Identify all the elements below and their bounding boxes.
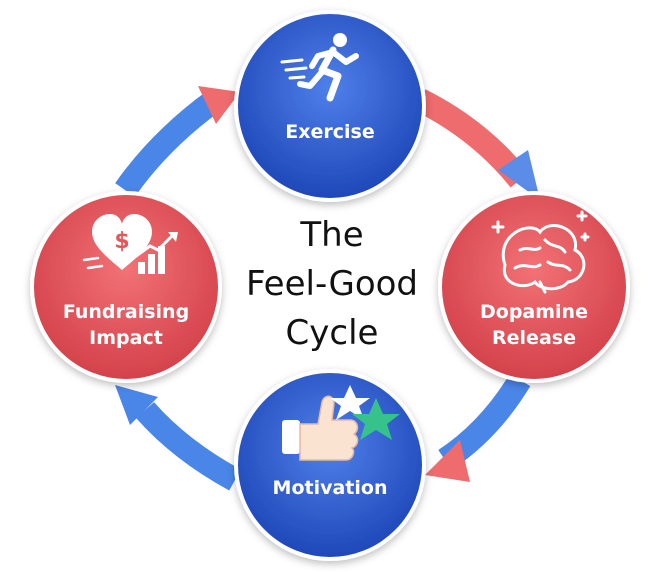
brain-icon <box>491 210 590 294</box>
thumbs-up-icon <box>282 385 400 461</box>
center-title-line1: The <box>299 215 363 255</box>
node-motivation-label: Motivation <box>273 477 388 499</box>
center-title-line2: Feel-Good <box>246 264 418 304</box>
center-title: The Feel-Good Cycle <box>246 215 418 353</box>
running-person-icon <box>280 33 359 102</box>
node-fundraising <box>30 191 222 383</box>
node-fundraising-label-line1: Fundraising <box>63 301 189 323</box>
center-title-line3: Cycle <box>286 313 379 353</box>
node-dopamine-label-line1: Dopamine <box>480 301 588 323</box>
arrow-motivation-to-fundraising <box>135 402 241 491</box>
svg-text:$: $ <box>114 229 129 254</box>
node-dopamine <box>438 191 630 383</box>
heart-dollar-chart-icon: $ <box>82 214 178 274</box>
node-dopamine-label-line2: Release <box>492 327 576 349</box>
cycle-arrows <box>115 86 540 491</box>
node-fundraising-label-line2: Impact <box>89 327 163 349</box>
arrowhead-fundraising-to-exercise <box>198 86 240 124</box>
arrowhead-exercise-to-dopamine <box>498 150 540 200</box>
node-exercise-label: Exercise <box>285 121 374 143</box>
arrowhead-motivation-to-fundraising <box>115 385 158 425</box>
node-exercise <box>234 10 426 202</box>
arrowhead-dopamine-to-motivation <box>425 440 470 482</box>
arrow-fundraising-to-exercise <box>115 90 223 197</box>
